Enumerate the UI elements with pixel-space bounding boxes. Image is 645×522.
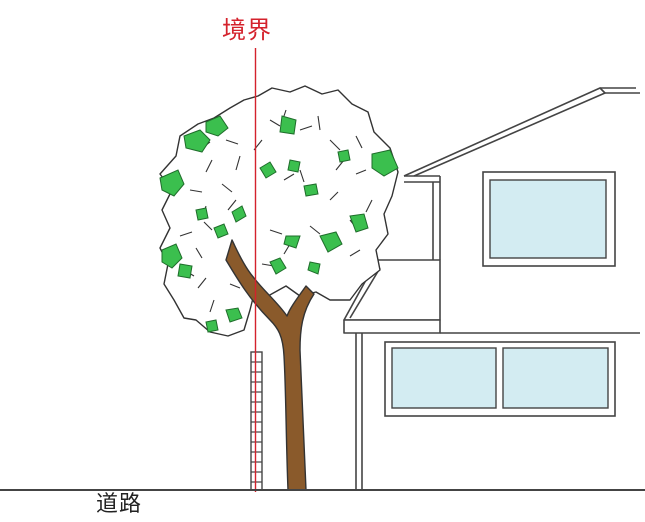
tree-leaves xyxy=(159,115,399,333)
lower-window-right xyxy=(502,347,609,409)
road-label: 道路 xyxy=(96,492,143,517)
house-illustration xyxy=(343,87,640,490)
lower-window-left xyxy=(391,347,497,409)
house-roof xyxy=(403,87,606,177)
fence-post xyxy=(250,351,263,491)
tree-trunk xyxy=(225,239,315,491)
lower-windows xyxy=(384,341,616,417)
house-awning-fascia xyxy=(343,319,441,334)
upper-window xyxy=(482,171,616,267)
boundary-label: 境界 xyxy=(222,16,272,44)
awning-edge xyxy=(349,267,381,319)
